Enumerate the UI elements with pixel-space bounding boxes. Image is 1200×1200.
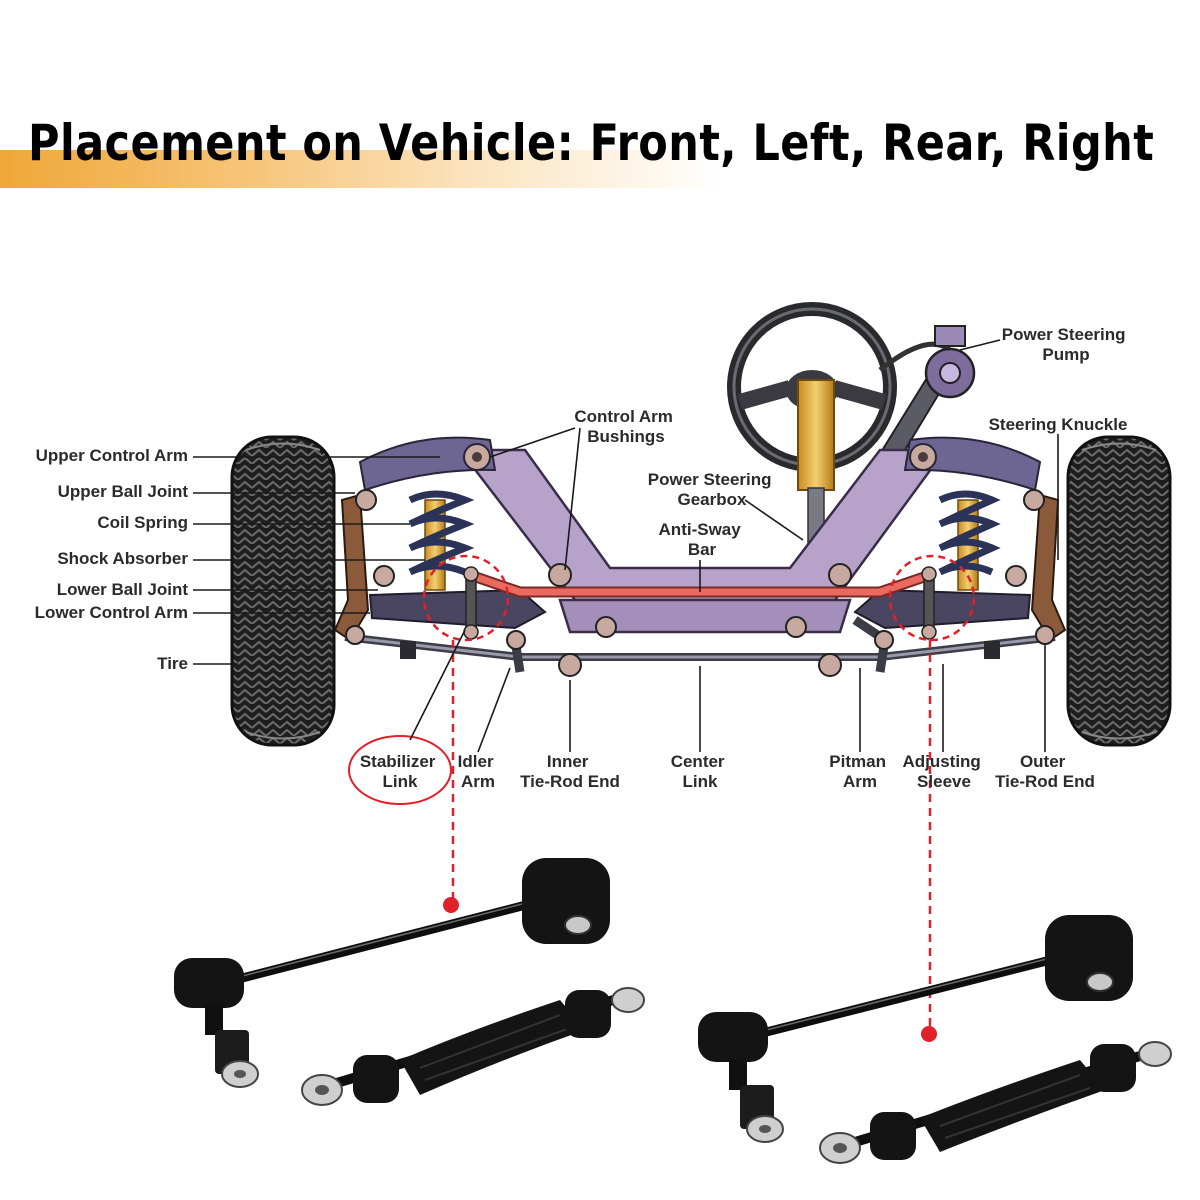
frame-crossmember: [457, 448, 948, 634]
leader-lines: [193, 339, 1059, 753]
label-inner-tie-rod-end: Inner Tie-Rod End: [520, 752, 620, 791]
label-lower-ball-joint: Lower Ball Joint: [57, 580, 189, 599]
idler-arm: [506, 630, 526, 673]
product-short-link-left: [301, 987, 645, 1106]
product-short-link-right: [819, 1041, 1172, 1164]
upper-control-arm-left: [358, 436, 497, 492]
label-stabilizer-link: Stabilizer Link: [360, 752, 440, 791]
label-pitman-arm: Pitman Arm: [829, 752, 890, 791]
coil-spring-left: [408, 490, 475, 591]
lower-control-arm-left: [368, 588, 547, 630]
label-anti-sway-bar: Anti-Sway Bar: [659, 520, 746, 559]
label-power-steering-gearbox: Power Steering Gearbox: [648, 470, 777, 509]
label-control-arm-bushings: Control Arm Bushings: [574, 407, 677, 446]
steering-column: [797, 379, 835, 544]
label-upper-control-arm: Upper Control Arm: [36, 446, 188, 465]
label-adjusting-sleeve: Adjusting Sleeve: [902, 752, 985, 791]
upper-control-arm-right: [903, 436, 1042, 492]
adjusting-sleeves: [400, 641, 1000, 659]
label-upper-ball-joint: Upper Ball Joint: [58, 482, 189, 501]
steering-knuckle-right: [1005, 489, 1067, 642]
product-long-link-right: [698, 915, 1133, 1143]
highlight-markers: [348, 554, 976, 1042]
stabilizer-link-left-installed: [463, 566, 479, 640]
stabilizer-link-right-installed: [921, 566, 937, 640]
label-shock-absorber: Shock Absorber: [57, 549, 188, 568]
product-long-link-left: [174, 858, 610, 1088]
coil-spring-right: [938, 490, 1001, 591]
tire-left: [230, 435, 336, 747]
label-tire: Tire: [157, 654, 188, 673]
label-power-steering-pump: Power Steering Pump: [1002, 325, 1131, 364]
label-center-link: Center Link: [671, 752, 730, 791]
label-idler-arm: Idler Arm: [458, 752, 499, 791]
tire-right: [1066, 435, 1172, 747]
tie-rod-ends: [345, 625, 1055, 677]
page-title: Placement on Vehicle: Front, Left, Rear,…: [28, 114, 1155, 172]
label-lower-control-arm: Lower Control Arm: [35, 603, 188, 622]
label-coil-spring: Coil Spring: [97, 513, 188, 532]
lower-control-arm-right: [853, 588, 1032, 630]
pitman-arm: [852, 616, 894, 673]
center-link: [344, 633, 1056, 661]
label-outer-tie-rod-end: Outer Tie-Rod End: [995, 752, 1095, 791]
label-steering-knuckle: Steering Knuckle: [989, 415, 1128, 434]
part-labels: Power Steering Pump Steering Knuckle Con…: [35, 325, 1131, 791]
title-highlight-band: [0, 150, 720, 188]
control-arm-bushings: [548, 563, 852, 638]
